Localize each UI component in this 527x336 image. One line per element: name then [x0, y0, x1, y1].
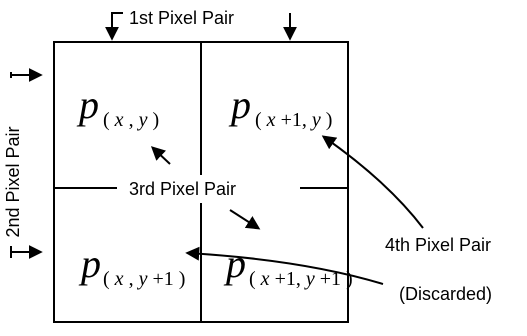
svg-text:p: p — [78, 241, 101, 286]
pair4-label: 4th Pixel Pair — [385, 235, 491, 255]
cell-top-right-label: p ( x +1, y ) — [228, 82, 332, 131]
svg-text:p: p — [228, 82, 251, 127]
svg-text:( x , y: ( x , y +1 ) — [103, 268, 185, 290]
svg-text:p: p — [76, 82, 99, 127]
pair4-upper-arrow — [321, 135, 424, 229]
cell-bottom-right-label: p ( x +1, y +1 ) — [223, 241, 353, 290]
pair1-left-arrow — [105, 12, 123, 41]
pair1-label: 1st Pixel Pair — [129, 8, 234, 28]
pair4-note: (Discarded) — [399, 284, 492, 304]
pair3-down-arrow — [229, 209, 261, 230]
pair3-mask — [117, 175, 300, 203]
cell-top-left-label: p ( x , y ) — [76, 82, 159, 131]
pair2-label: 2nd Pixel Pair — [3, 126, 23, 237]
pair3-up-arrow — [150, 146, 171, 165]
svg-text:( x +1, y: ( x +1, y +1 ) — [249, 268, 353, 290]
svg-text:( x +1, y: ( x +1, y ) — [255, 109, 332, 131]
cell-bottom-left-label: p ( x , y +1 ) — [78, 241, 185, 290]
pair4-lower-arrow — [185, 246, 384, 285]
svg-text:( x , y: ( x , y ) — [103, 109, 159, 131]
svg-text:p: p — [223, 241, 246, 286]
pair3-label: 3rd Pixel Pair — [129, 179, 236, 199]
